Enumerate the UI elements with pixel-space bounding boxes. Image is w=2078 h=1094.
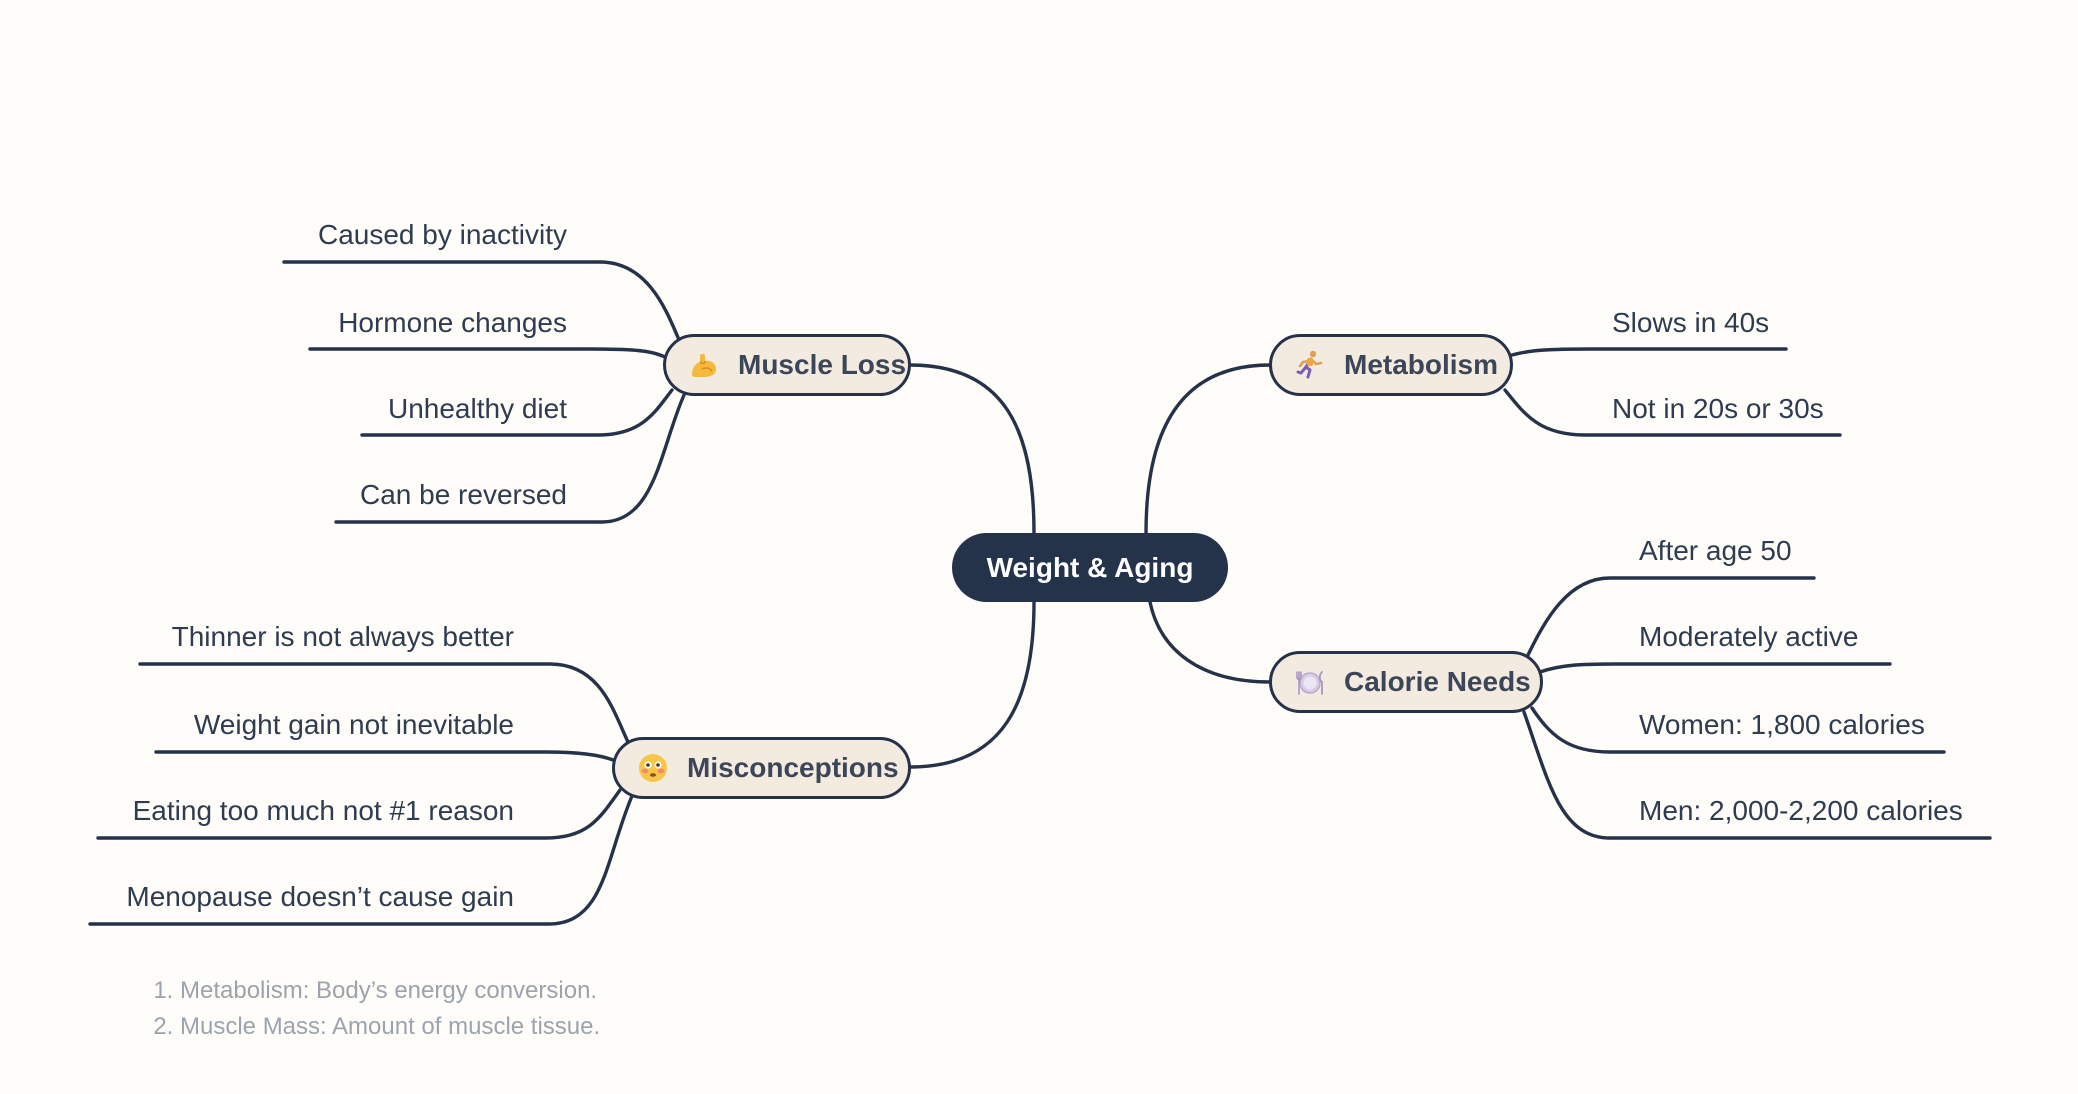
leaf-unhealthy-diet[interactable]: Unhealthy diet <box>387 393 567 424</box>
connector-slows-in-40s <box>1510 347 1788 357</box>
leaf-moderately-active[interactable]: Moderately active <box>1639 621 1859 652</box>
connector-not-in-20s-30s <box>1503 388 1842 437</box>
leaf-weight-gain-not-inevitable[interactable]: Weight gain not inevitable <box>193 709 514 740</box>
leaf-caused-by-inactivity[interactable]: Caused by inactivity <box>317 219 567 250</box>
leaf-thinner-not-better[interactable]: Thinner is not always better <box>171 621 514 652</box>
plate-fork-knife-icon <box>1296 671 1323 695</box>
connector-men-calories <box>1522 710 1992 840</box>
running-person-icon <box>1296 350 1323 379</box>
branch-misconceptions[interactable]: Misconceptions <box>612 737 911 799</box>
connector-weight-gain-not-inevitable <box>154 750 615 762</box>
leaf-can-be-reversed[interactable]: Can be reversed <box>359 479 567 510</box>
branch-metabolism[interactable]: Metabolism <box>1269 334 1513 396</box>
footnote-item: Muscle Mass: Amount of muscle tissue. <box>180 1009 600 1045</box>
branch-muscle-loss[interactable]: Muscle Loss <box>663 334 911 396</box>
leaf-slows-in-40s[interactable]: Slows in 40s <box>1612 307 1770 338</box>
flushed-face-icon <box>639 754 667 782</box>
leaf-after-age-50[interactable]: After age 50 <box>1639 535 1792 566</box>
connector-after-age-50 <box>1526 576 1816 657</box>
footnotes-list: Metabolism: Body’s energy conversion. Mu… <box>148 973 600 1045</box>
connector-hormone-changes <box>308 347 667 359</box>
leaf-women-calories[interactable]: Women: 1,800 calories <box>1639 709 1925 740</box>
branch-metabolism-label: Metabolism <box>1344 349 1499 380</box>
root-label: Weight & Aging <box>986 551 1194 583</box>
branch-misconceptions-label: Misconceptions <box>687 752 899 783</box>
branch-calorie-needs[interactable]: Calorie Needs <box>1269 651 1543 713</box>
connector-root-muscle-loss <box>908 363 1036 535</box>
connector-thinner-not-better <box>138 662 630 744</box>
connector-root-calorie-needs <box>1148 600 1272 684</box>
connector-eating-too-much <box>96 788 622 840</box>
branch-muscle-loss-label: Muscle Loss <box>738 349 907 380</box>
connector-moderately-active <box>1538 662 1892 674</box>
connector-root-metabolism <box>1144 363 1272 535</box>
footnote-item: Metabolism: Body’s energy conversion. <box>180 973 600 1009</box>
connector-caused-by-inactivity <box>282 260 682 344</box>
leaf-not-in-20s-30s[interactable]: Not in 20s or 30s <box>1612 393 1824 424</box>
connector-root-misconceptions <box>908 600 1036 769</box>
flexed-biceps-icon <box>692 353 716 377</box>
connector-menopause <box>88 794 634 926</box>
connector-women-calories <box>1530 706 1946 754</box>
leaf-eating-too-much[interactable]: Eating too much not #1 reason <box>132 795 514 826</box>
leaf-hormone-changes[interactable]: Hormone changes <box>338 307 567 338</box>
branch-calorie-needs-label: Calorie Needs <box>1344 666 1531 697</box>
connector-unhealthy-diet <box>360 388 674 437</box>
leaf-men-calories[interactable]: Men: 2,000-2,200 calories <box>1639 795 1963 826</box>
leaf-menopause[interactable]: Menopause doesn’t cause gain <box>126 881 514 912</box>
root-node[interactable]: Weight & Aging <box>952 533 1228 602</box>
connector-can-be-reversed <box>334 393 686 524</box>
